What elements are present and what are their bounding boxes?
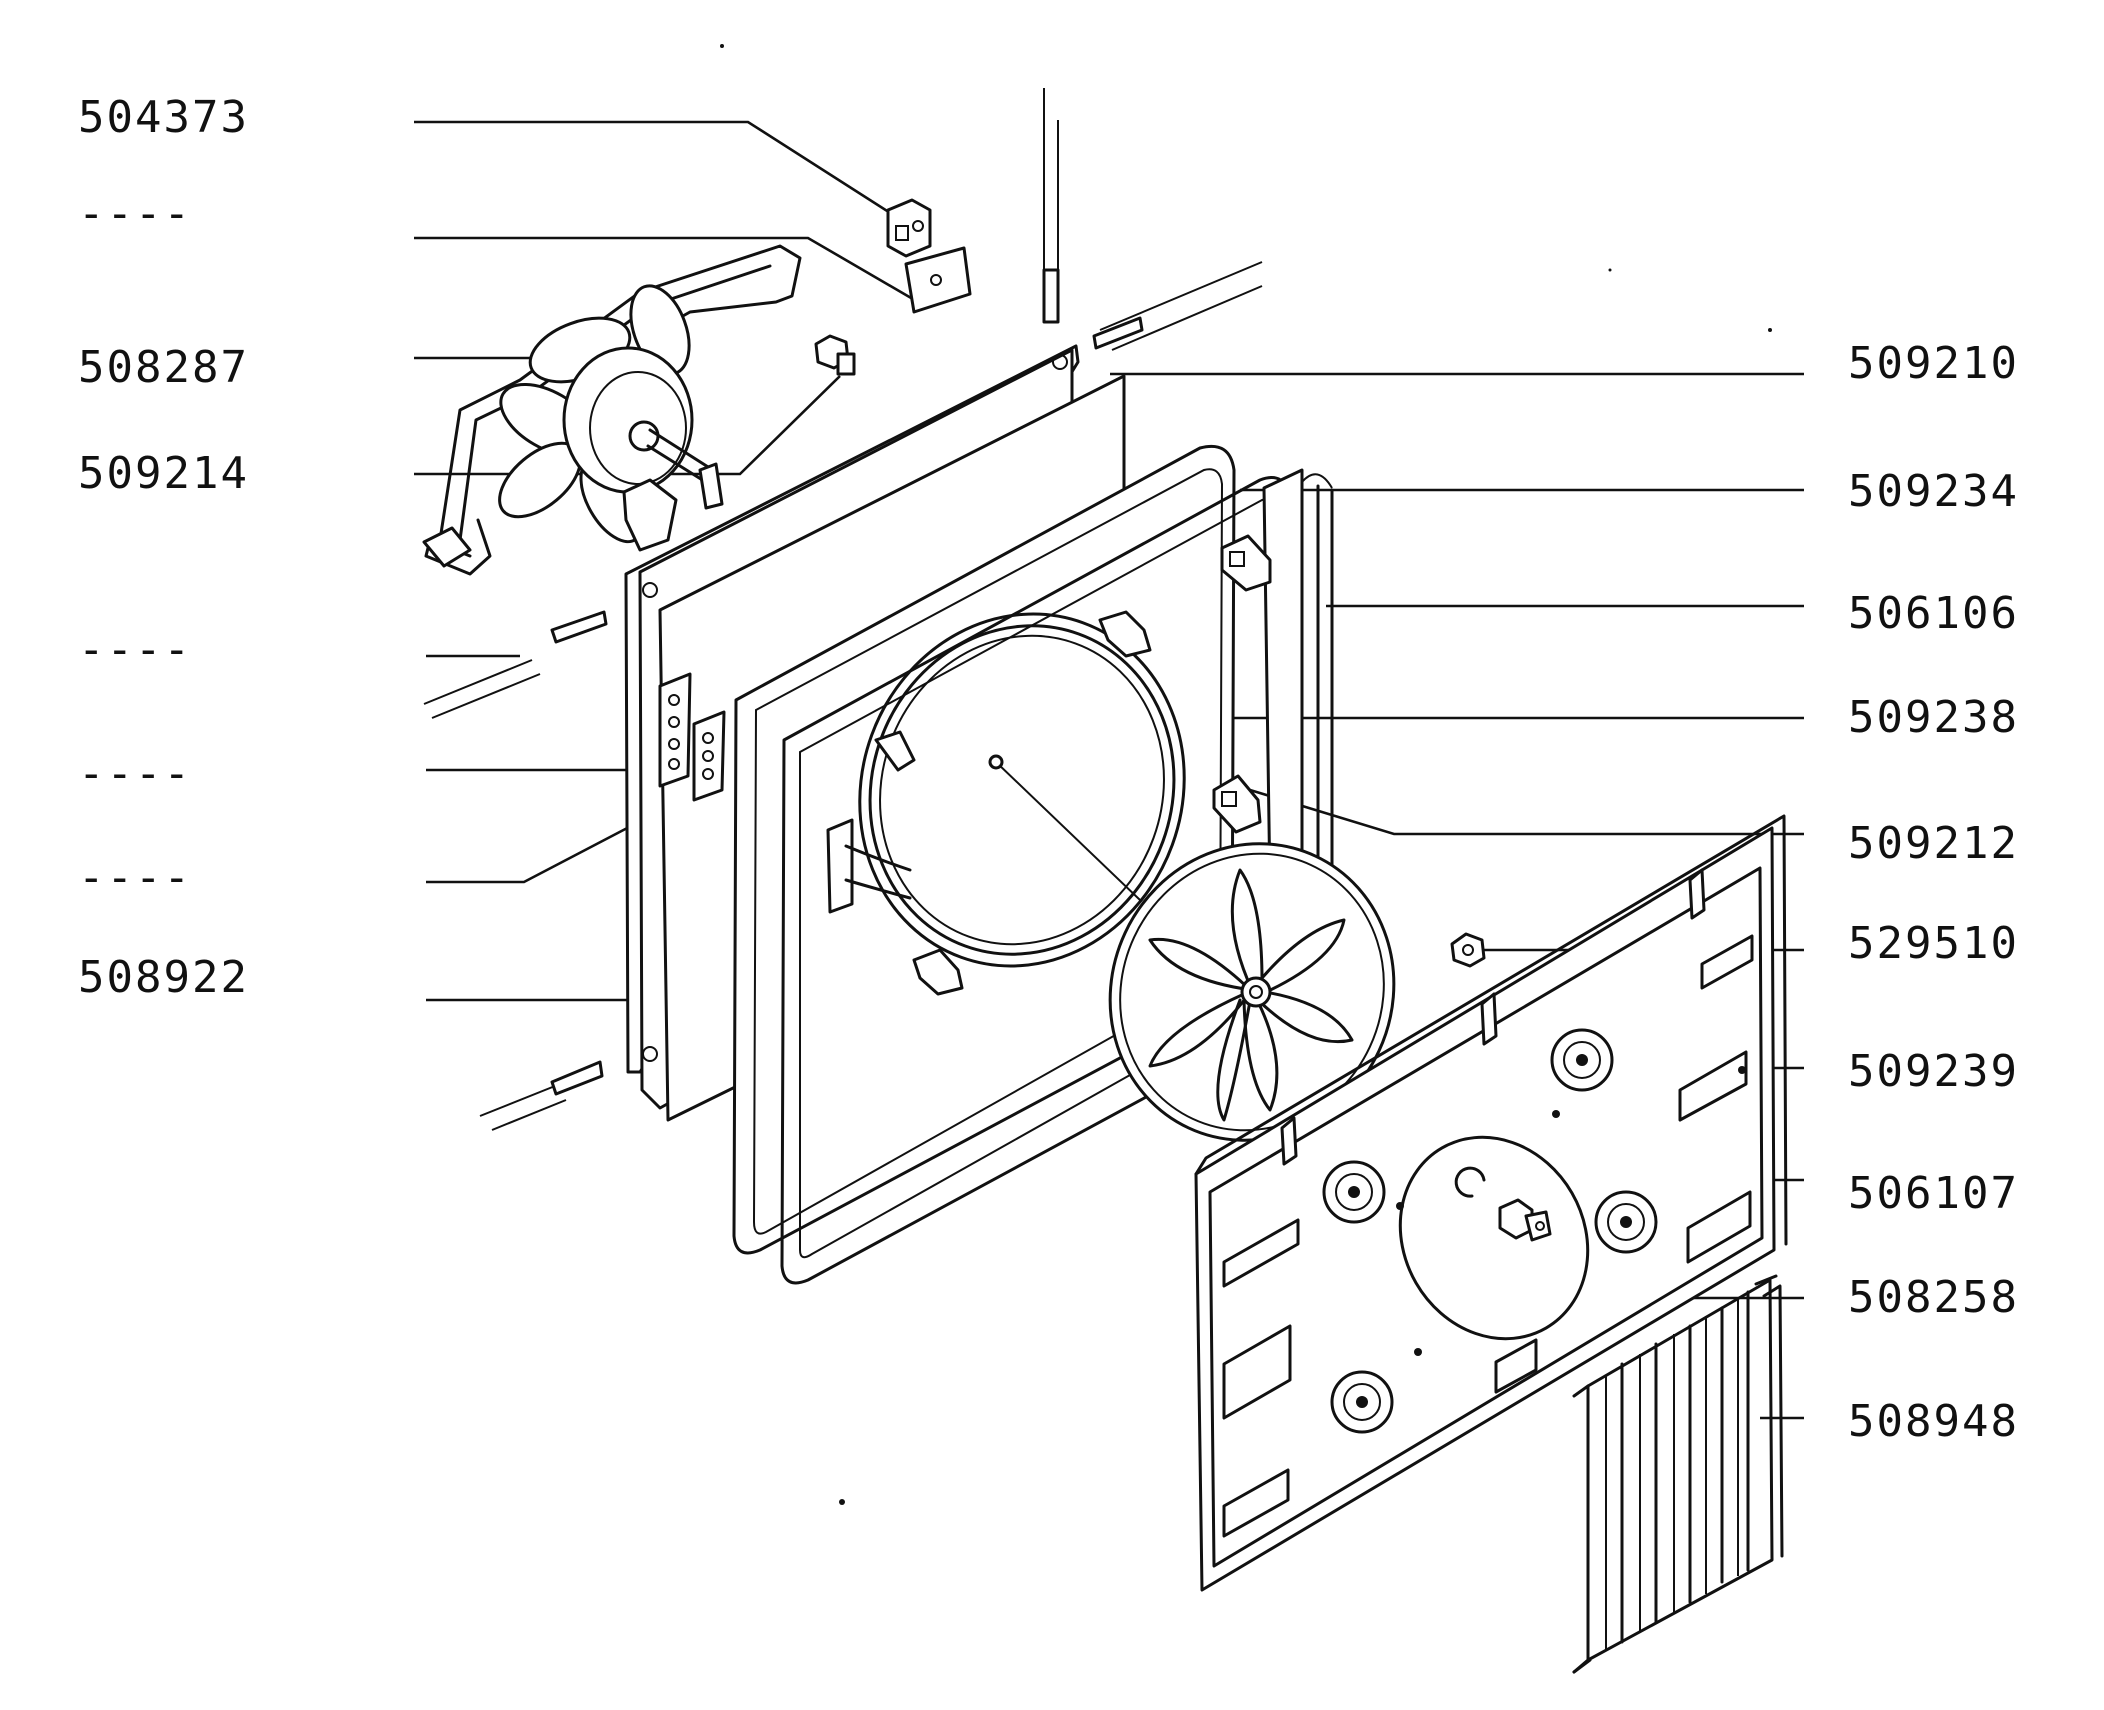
leader-unnumbered-1 [414, 236, 919, 304]
guide-pin-right [1092, 316, 1144, 350]
scan-specks [720, 44, 1772, 1505]
nut-529510 [1450, 932, 1486, 968]
fan-wheel-506106 [1108, 842, 1396, 1142]
nut-508258 [1498, 1198, 1552, 1242]
callout-unnumbered-1: ---- [78, 188, 192, 239]
guide-pin-left-bottom [550, 1060, 604, 1096]
callout-529510: 529510 [1848, 918, 2019, 969]
right-callouts: 509210 509234 506106 509238 509212 52951… [1848, 338, 2019, 1447]
callout-508258: 508258 [1848, 1272, 2019, 1323]
guide-lines [423, 88, 1263, 1131]
heating-element-509238 [826, 612, 1186, 968]
left-callouts: 504373 ---- 508287 509214 ---- ---- ----… [78, 92, 249, 1003]
clip-504373 [886, 198, 932, 258]
guide-pin-left-top [550, 610, 608, 644]
callout-509214: 509214 [78, 448, 249, 499]
callout-509212: 509212 [1848, 818, 2019, 869]
terminal-strips [658, 672, 726, 802]
callout-unnumbered-2: ---- [78, 624, 192, 675]
plate-unnumbered [904, 246, 972, 314]
motor-508287 [422, 244, 802, 576]
callout-unnumbered-3: ---- [78, 748, 192, 799]
callout-509238: 509238 [1848, 692, 2019, 743]
brackets-509212 [874, 534, 1272, 996]
callout-506107: 506107 [1848, 1168, 2019, 1219]
callout-509239: 509239 [1848, 1046, 2019, 1097]
callout-508948: 508948 [1848, 1396, 2019, 1447]
fan-cover-plate-509239 [1194, 814, 1788, 1592]
callout-509234: 509234 [1848, 466, 2019, 517]
grille-508948 [1572, 1274, 1784, 1674]
clip-506107 [1454, 1166, 1486, 1198]
nut-509214 [814, 334, 856, 376]
callout-506106: 506106 [1848, 588, 2019, 639]
leader-504373 [414, 120, 921, 234]
callout-508287: 508287 [78, 342, 249, 393]
callout-504373: 504373 [78, 92, 249, 143]
callout-509210: 509210 [1848, 338, 2019, 389]
callout-unnumbered-4: ---- [78, 852, 192, 903]
callout-508922: 508922 [78, 952, 249, 1003]
guide-pin-top [1042, 268, 1060, 324]
